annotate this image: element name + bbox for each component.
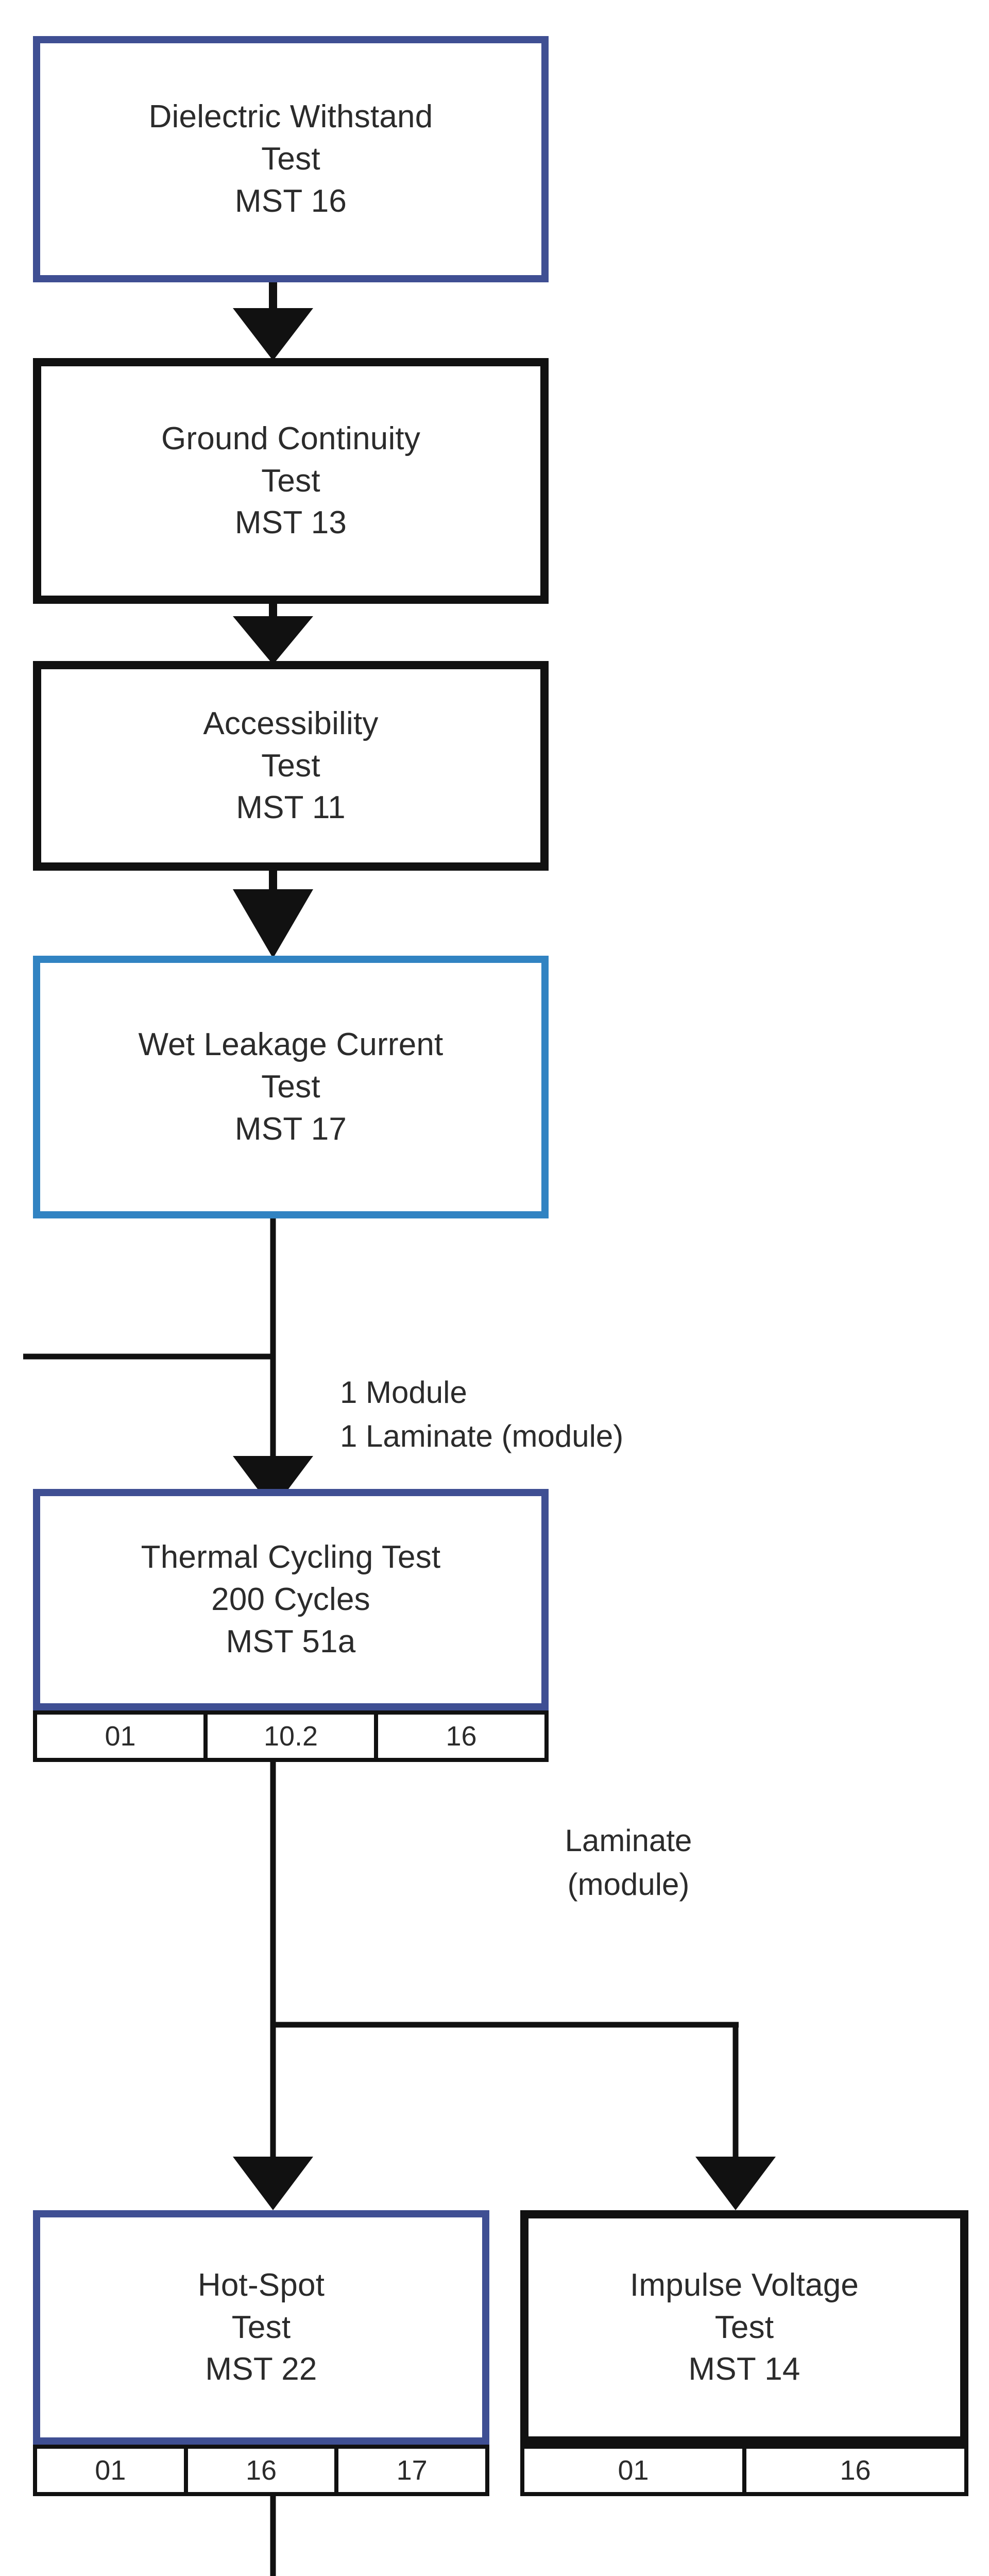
node-subtitle-line: 200 Cycles [211,1582,370,1618]
branch-thermal-cycling-to-impulse-voltage [273,2022,776,2210]
subcell: 16 [446,1721,477,1752]
node-accessibility[interactable]: Accessibility Test MST 11 [33,661,549,871]
node-title-line: Dielectric Withstand [148,99,433,135]
node-title-line: Thermal Cycling Test [141,1539,441,1575]
arrow-wet-leakage-to-thermal-cycling [23,1218,313,1510]
node-ground-continuity[interactable]: Ground Continuity Test MST 13 [33,358,549,604]
subcell: 17 [396,2455,428,2486]
subcells-hot-spot: 01 16 17 [33,2445,489,2496]
node-subtitle-line: Test [261,1069,320,1105]
node-subtitle-line: Test [231,2309,291,2345]
edge-label-line-2: (module) [567,1867,690,1902]
node-title-line: Accessibility [203,705,379,741]
edge-label-line-1: Laminate [565,1823,692,1858]
subcells-thermal-cycling: 01 10.2 16 [33,1710,549,1762]
subcell: 01 [524,2449,746,2492]
subcell: 16 [188,2449,339,2492]
subcell: 16 [840,2455,871,2486]
node-wet-leakage-current[interactable]: Wet Leakage Current Test MST 17 [33,956,549,1218]
arrow-accessibility-to-wet-leakage [233,871,313,958]
node-code-line: MST 14 [688,2351,800,2387]
edge-label-line-1: 1 Module [340,1375,467,1410]
node-impulse-voltage[interactable]: Impulse Voltage Test MST 14 [520,2210,968,2445]
node-code-line: MST 16 [234,183,347,219]
node-code-line: MST 51a [226,1623,356,1659]
node-code-line: MST 13 [234,505,347,541]
edge-label-laminate-branch: Laminate (module) [546,1819,711,1906]
subcell: 01 [37,1715,208,1758]
node-code-line: MST 22 [205,2351,317,2387]
node-code-line: MST 11 [236,790,346,826]
node-subtitle-line: Test [261,748,320,784]
node-title-line: Ground Continuity [161,420,421,456]
arrow-dielectric-to-ground [233,282,313,361]
edge-label-line-2: 1 Laminate (module) [340,1419,624,1454]
node-subtitle-line: Test [261,463,320,499]
node-code-line: MST 17 [234,1111,347,1147]
node-subtitle-line: Test [714,2309,774,2345]
node-title-line: Impulse Voltage [629,2267,859,2303]
subcell: 10.2 [208,1715,378,1758]
subcells-impulse-voltage: 01 16 [520,2445,968,2496]
subcell: 01 [37,2449,188,2492]
node-title-line: Hot-Spot [197,2267,325,2303]
node-thermal-cycling[interactable]: Thermal Cycling Test 200 Cycles MST 51a [33,1489,549,1710]
arrow-thermal-cycling-to-hot-spot [233,1762,313,2210]
arrow-ground-to-accessibility [233,604,313,665]
node-dielectric-withstand[interactable]: Dielectric Withstand Test MST 16 [33,36,549,282]
edge-label-sample-count: 1 Module 1 Laminate (module) [340,1370,623,1458]
node-hot-spot[interactable]: Hot-Spot Test MST 22 [33,2210,489,2445]
node-title-line: Wet Leakage Current [138,1027,444,1063]
node-subtitle-line: Test [261,141,320,177]
